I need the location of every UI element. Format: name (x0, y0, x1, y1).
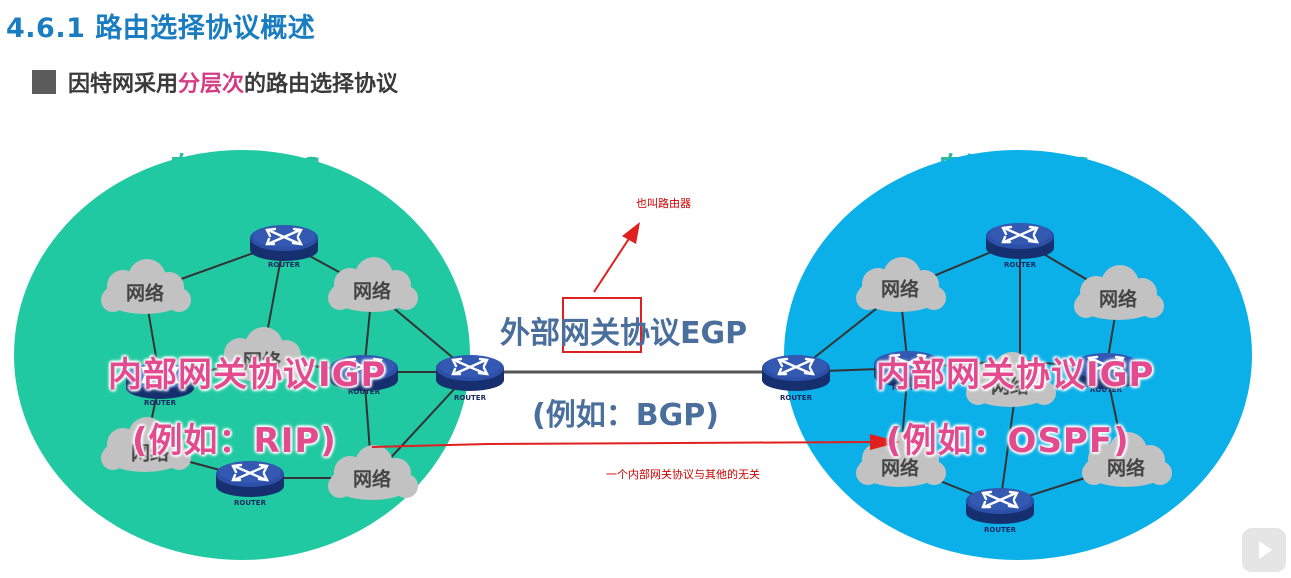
router-icon (214, 459, 286, 499)
router-label: ROUTER (144, 399, 176, 407)
bullet-text-post: 的路由选择协议 (244, 72, 399, 97)
router-icon (760, 353, 832, 393)
annotation-arrow-up (593, 222, 640, 293)
router-icon (248, 223, 320, 263)
igp-right-example: (例如：OSPF) (886, 421, 1130, 461)
igp-left-example: (例如：RIP) (132, 421, 337, 461)
bullet-square-icon (32, 70, 56, 94)
egp-label: 外部网关协议EGP (500, 316, 748, 351)
annotation-arrow-right (371, 434, 900, 450)
router-label: ROUTER (234, 499, 266, 507)
cloud-label: 网络 (352, 280, 392, 303)
router-label: ROUTER (454, 394, 486, 402)
router-label: ROUTER (348, 388, 380, 396)
egp-example: (例如：BGP) (532, 398, 719, 433)
cloud-label: 网络 (990, 375, 1030, 398)
page-title: 4.6.1 路由选择协议概述 (6, 13, 316, 44)
router-label: ROUTER (984, 526, 1016, 534)
router-label: ROUTER (1090, 386, 1122, 394)
bullet-point: 因特网采用分层次的路由选择协议 (32, 66, 398, 98)
cloud-label: 网络 (1106, 457, 1146, 480)
router-label: ROUTER (780, 394, 812, 402)
cloud-label: 网络 (352, 468, 392, 491)
bullet-text-pre: 因特网采用 (68, 72, 179, 97)
highlight-box (562, 297, 642, 353)
router-label: ROUTER (1004, 261, 1036, 269)
cloud-label: 网络 (125, 282, 165, 305)
igp-left-label: 内部网关协议IGP (108, 355, 387, 395)
cloud-label: 网络 (880, 457, 920, 480)
router-annotation: 也叫路由器 (636, 197, 691, 210)
router-icon (964, 486, 1036, 526)
cloud-label: 网络 (130, 442, 170, 465)
bullet-text-emphasis: 分层次 (178, 72, 245, 97)
cloud-label: 网络 (880, 278, 920, 301)
router-icon (434, 353, 506, 393)
igp-annotation: 一个内部网关协议与其他的无关 (606, 468, 760, 481)
cloud-label: 网络 (1098, 288, 1138, 311)
igp-right-label: 内部网关协议IGP (876, 355, 1155, 395)
play-icon[interactable] (1242, 528, 1286, 572)
router-icon (984, 221, 1056, 261)
router-label: ROUTER (268, 261, 300, 269)
router-label: ROUTER (892, 384, 924, 392)
cloud-label: 网络 (242, 350, 282, 373)
